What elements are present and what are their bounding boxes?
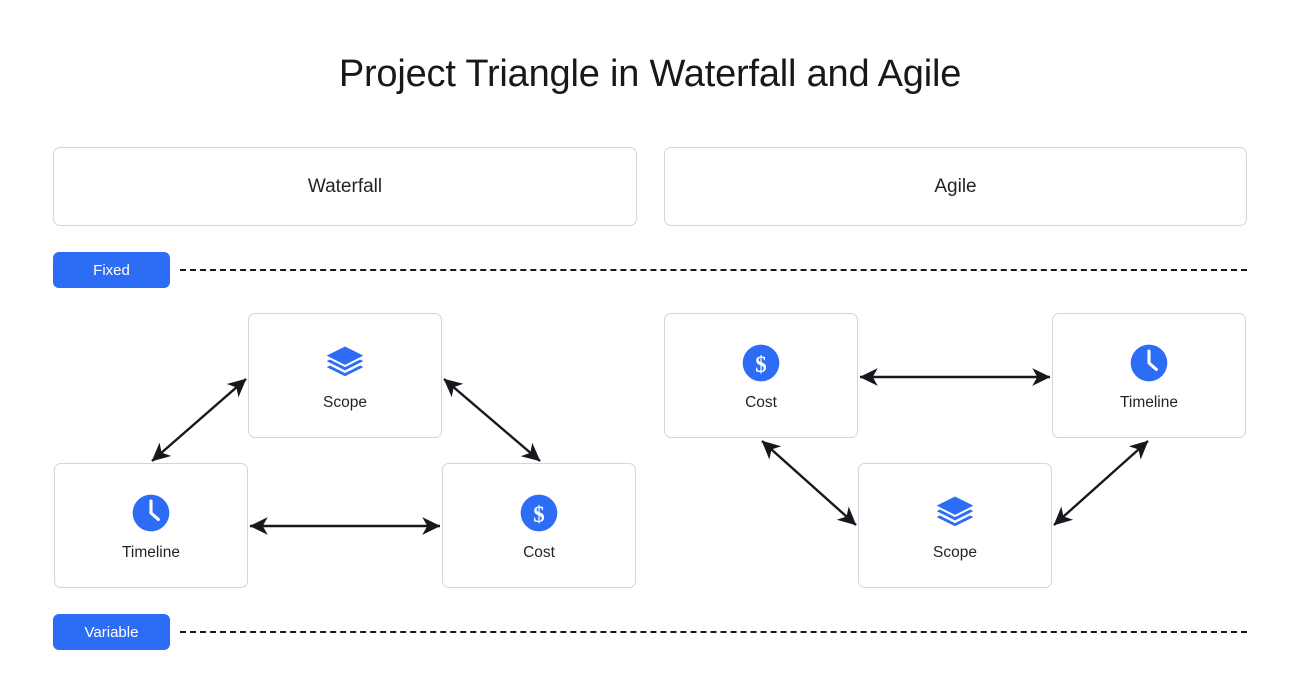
layers-icon (326, 346, 364, 377)
svg-text:$: $ (755, 352, 766, 377)
clock-icon (132, 494, 170, 532)
dashed-line-variable (180, 631, 1247, 633)
edge-wf-scope-cost (443, 378, 541, 462)
column-header-waterfall-label: Waterfall (307, 175, 383, 197)
band-badge-fixed[interactable]: Fixed (53, 252, 170, 288)
svg-text:$: $ (533, 502, 544, 527)
node-waterfall-scope-label: Scope (323, 393, 367, 411)
dollar-icon: $ (520, 494, 558, 532)
node-agile-scope[interactable]: Scope (858, 463, 1052, 588)
node-waterfall-scope[interactable]: Scope (248, 313, 442, 438)
column-header-agile[interactable]: Agile (664, 147, 1247, 226)
column-header-waterfall[interactable]: Waterfall (53, 147, 637, 226)
edge-ag-cost-scope (761, 440, 857, 526)
edge-wf-timeline-scope (151, 378, 247, 462)
layers-icon (936, 496, 974, 527)
band-badge-variable[interactable]: Variable (53, 614, 170, 650)
band-divider-fixed: Fixed (53, 252, 1247, 288)
dashed-line-fixed (180, 269, 1247, 271)
band-divider-variable: Variable (53, 614, 1247, 650)
node-waterfall-timeline[interactable]: Timeline (54, 463, 248, 588)
node-agile-cost[interactable]: $ Cost (664, 313, 858, 438)
band-badge-variable-label: Variable (84, 623, 139, 641)
node-agile-timeline[interactable]: Timeline (1052, 313, 1246, 438)
node-agile-cost-label: Cost (745, 393, 777, 411)
edge-ag-scope-timeline (1053, 440, 1149, 526)
dollar-icon: $ (742, 344, 780, 382)
node-waterfall-timeline-label: Timeline (122, 543, 180, 561)
page-title: Project Triangle in Waterfall and Agile (338, 53, 962, 95)
node-waterfall-cost-label: Cost (523, 543, 555, 561)
band-badge-fixed-label: Fixed (93, 261, 130, 279)
clock-icon (1130, 344, 1168, 382)
node-agile-scope-label: Scope (933, 543, 977, 561)
node-waterfall-cost[interactable]: $ Cost (442, 463, 636, 588)
column-header-agile-label: Agile (934, 175, 977, 197)
node-agile-timeline-label: Timeline (1120, 393, 1178, 411)
